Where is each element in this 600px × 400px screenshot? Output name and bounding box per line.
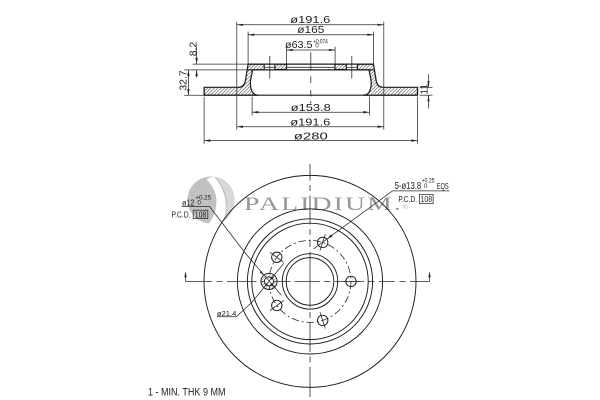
svg-text:ø12: ø12 <box>182 197 195 207</box>
svg-text:PALIDIUM.: PALIDIUM. <box>244 194 403 215</box>
svg-text:P.C.D.: P.C.D. <box>172 210 191 220</box>
svg-text:ø63.5: ø63.5 <box>285 40 313 51</box>
svg-text:108: 108 <box>195 209 207 219</box>
svg-text:8.2: 8.2 <box>188 42 199 57</box>
svg-text:1 - MIN. THK 9 MM: 1 - MIN. THK 9 MM <box>148 386 226 398</box>
svg-text:0: 0 <box>315 43 319 50</box>
svg-text:P.C.D.: P.C.D. <box>398 194 417 204</box>
svg-text:+0.25: +0.25 <box>195 195 211 202</box>
svg-text:ø21.4: ø21.4 <box>217 309 236 318</box>
svg-text:0: 0 <box>424 183 428 190</box>
svg-text:ø153.8: ø153.8 <box>291 103 331 114</box>
svg-text:ø191.6: ø191.6 <box>290 15 330 26</box>
svg-text:ø191.6: ø191.6 <box>290 117 330 128</box>
svg-text:108: 108 <box>421 194 433 204</box>
svg-text:+0.25: +0.25 <box>422 178 435 185</box>
svg-text:32.7: 32.7 <box>178 70 189 90</box>
svg-text:ø165: ø165 <box>297 25 324 36</box>
svg-text:0: 0 <box>197 199 201 206</box>
svg-text:11: 11 <box>419 84 430 95</box>
svg-text:ø280: ø280 <box>294 131 328 142</box>
svg-text:+0.074: +0.074 <box>313 39 328 46</box>
svg-text:5-ø13.8: 5-ø13.8 <box>395 181 422 192</box>
svg-text:®: ® <box>403 203 408 211</box>
svg-text:EQS: EQS <box>437 181 449 191</box>
